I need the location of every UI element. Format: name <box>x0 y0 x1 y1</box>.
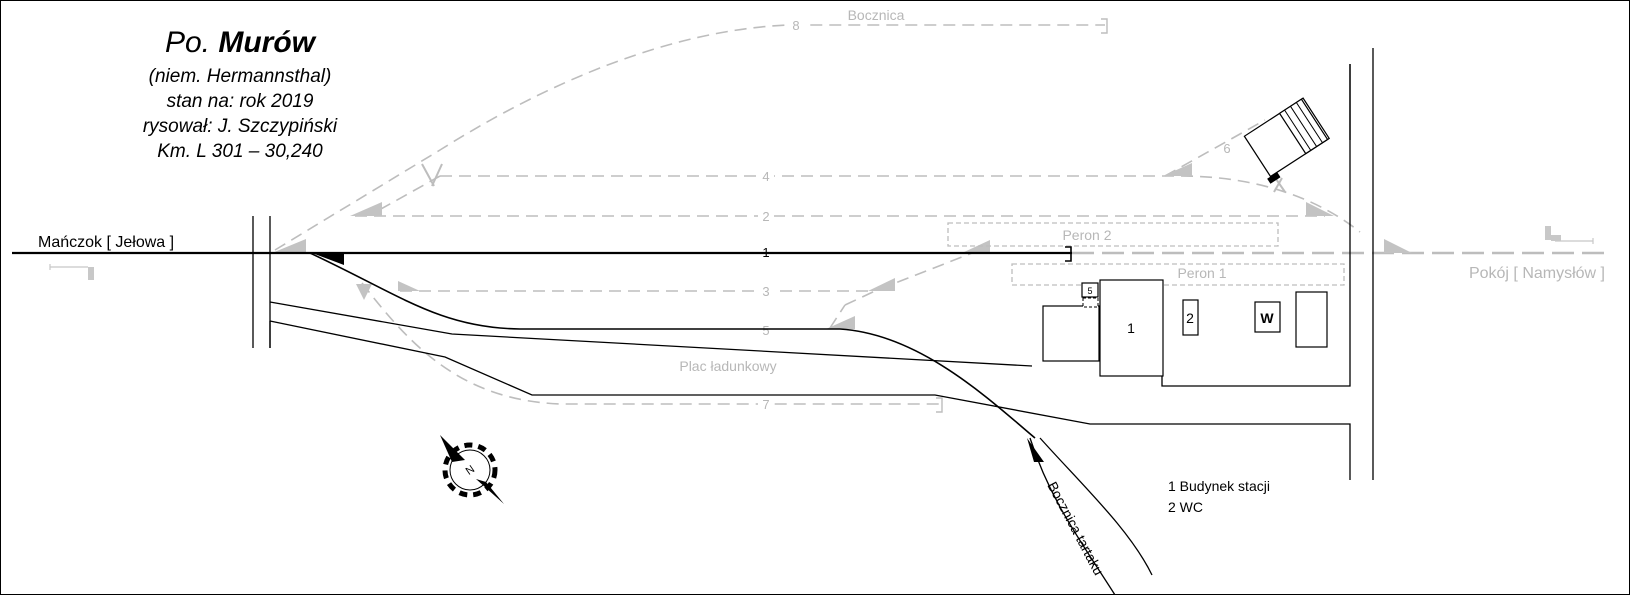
track-6 <box>1164 119 1266 177</box>
track-7-buffer <box>936 397 943 413</box>
track-4-number: 4 <box>762 169 769 184</box>
kilometre: Km. L 301 – 30,240 <box>157 141 323 162</box>
track-8-buffer <box>1101 18 1108 34</box>
building-1-label: 1 <box>1127 320 1135 336</box>
track-5 <box>309 252 1036 439</box>
track-3-east-connector <box>844 245 991 306</box>
switch-w5 <box>826 316 855 329</box>
direction-west-label: Mańczok [ Jełowa ] <box>38 234 174 251</box>
track-7 <box>361 282 940 405</box>
loading-ramp <box>1243 97 1331 184</box>
derailer-west <box>421 163 443 187</box>
legend-item-2: 2 WC <box>1168 499 1203 515</box>
switch-sawmill <box>1027 438 1044 462</box>
track-1-number: 1 <box>762 245 769 260</box>
signal-west <box>49 264 94 280</box>
switch-w4-east <box>1384 239 1412 253</box>
building-w-label: W <box>1260 310 1274 326</box>
loading-yard-label: Plac ładunkowy <box>679 358 776 374</box>
direction-east-label: Pokój [ Namysłów ] <box>1469 265 1605 282</box>
german-name: (niem. Hermannsthal) <box>149 66 332 87</box>
switch-w1-east <box>962 240 990 253</box>
switch-w2 <box>272 239 306 253</box>
building-1 <box>1099 279 1164 377</box>
track-8 <box>274 24 1105 251</box>
state-date: stan na: rok 2019 <box>167 91 314 112</box>
switch-w6 <box>1163 163 1192 176</box>
track-4-west-connector <box>371 175 441 215</box>
platform-2 <box>947 222 1279 247</box>
track-4 <box>440 175 1361 233</box>
switch-w4 <box>350 202 382 216</box>
building-shed-east <box>1295 291 1328 348</box>
author: rysował: J. Szczypiński <box>143 116 338 137</box>
platform-2-label: Peron 2 <box>1062 227 1111 243</box>
station-name: Murów <box>218 26 316 59</box>
building-annex <box>1042 305 1100 362</box>
north-arrow-compass: N <box>440 435 504 504</box>
building-2 <box>1182 299 1199 336</box>
building-2-label: 2 <box>1186 310 1194 326</box>
building-5 <box>1081 282 1099 298</box>
switch-w7 <box>356 284 372 300</box>
legend-item-1: 1 Budynek stacji <box>1168 478 1270 494</box>
track-6-number: 6 <box>1223 141 1230 156</box>
switch-w3 <box>398 281 420 291</box>
siding-top-label: Bocznica <box>848 7 905 23</box>
station-title: Po. Murów <box>165 26 317 59</box>
building-w <box>1254 301 1281 333</box>
building-5-label: 5 <box>1087 286 1092 296</box>
station-prefix: Po. <box>165 26 210 59</box>
title-block: Po. Murów (niem. Hermannsthal) stan na: … <box>143 26 338 162</box>
signal-east <box>1545 226 1594 244</box>
platform-1-label: Peron 1 <box>1177 265 1226 281</box>
switch-w2-east <box>1306 202 1334 216</box>
road-boundary-lower <box>269 320 1351 480</box>
track-2-number: 2 <box>762 209 769 224</box>
track-1-buffer <box>1065 246 1072 262</box>
track-5-connector <box>829 304 846 329</box>
building-5-annex <box>1082 297 1099 308</box>
track-5-number: 5 <box>762 323 769 338</box>
track-7-number: 7 <box>762 397 769 412</box>
sawmill-siding-right-line <box>1039 437 1153 576</box>
road-boundary-upper <box>269 301 1033 367</box>
switch-w3-east <box>868 278 895 291</box>
track-8-number: 8 <box>792 18 799 33</box>
switch-main-west <box>312 253 344 265</box>
track-3-number: 3 <box>762 284 769 299</box>
